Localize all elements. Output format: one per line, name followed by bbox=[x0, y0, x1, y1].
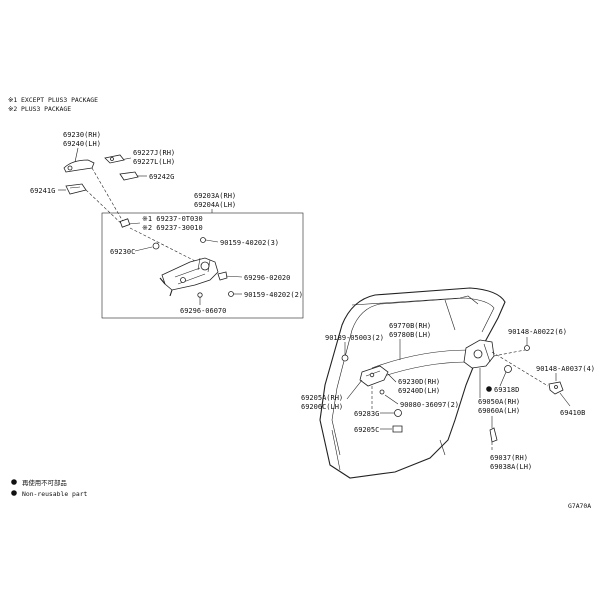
label-69283g: 69283G bbox=[354, 410, 379, 418]
label-90148-a0022: 90148-A0022(6) bbox=[508, 328, 567, 336]
legend-dot-en bbox=[11, 490, 17, 496]
label-69240-lh: 69240(LH) bbox=[63, 140, 101, 148]
label-69770b-rh: 69770B(RH) bbox=[389, 322, 431, 330]
label-90159-40202-3: 90159-40202(3) bbox=[220, 239, 279, 247]
label-69241g: 69241G bbox=[30, 187, 55, 195]
label-90080-36097: 90080-36097(2) bbox=[400, 401, 459, 409]
label-69037-rh: 69037(RH) bbox=[490, 454, 528, 462]
note-except-plus3: ※1 EXCEPT PLUS3 PACKAGE bbox=[8, 96, 98, 104]
control-link-part bbox=[371, 349, 471, 379]
label-69237-30010: ※2 69237-30010 bbox=[142, 224, 203, 232]
label-90159-40202-2: 90159-40202(2) bbox=[244, 291, 303, 299]
lock-lever-part bbox=[152, 242, 160, 250]
label-69296-06070: 69296-06070 bbox=[180, 307, 226, 315]
label-69410b: 69410B bbox=[560, 409, 585, 417]
screw-part bbox=[341, 354, 349, 362]
label-69237-0t030: ※1 69237-0T030 bbox=[142, 215, 203, 223]
label-69060a-lh: 69060A(LH) bbox=[478, 407, 520, 415]
lock-clip-part bbox=[197, 292, 203, 298]
non-reusable-marker-69318d bbox=[486, 386, 492, 392]
outside-handle-part bbox=[63, 159, 95, 173]
bolt-right-upper-part bbox=[524, 345, 530, 351]
legend-text-jp: 再使用不可部品 bbox=[22, 478, 67, 487]
label-69240d-lh: 69240D(LH) bbox=[398, 387, 440, 395]
label-69318d: 69318D bbox=[494, 386, 519, 394]
label-69230c: 69230C bbox=[110, 248, 135, 256]
lock-cylinder-part bbox=[119, 218, 131, 228]
label-69230d-rh: 69230D(RH) bbox=[398, 378, 440, 386]
figure-code: G7A70A bbox=[568, 502, 591, 510]
label-69038a-lh: 69038A(LH) bbox=[490, 463, 532, 471]
label-69227l-lh: 69227L(LH) bbox=[133, 158, 175, 166]
legend-non-reusable-en: Non-reusable part bbox=[11, 490, 88, 498]
rear-door-lock-part bbox=[463, 339, 549, 387]
label-69227j-rh: 69227J(RH) bbox=[133, 149, 175, 157]
label-69205a-rh: 69205A(RH) bbox=[301, 394, 343, 402]
inside-handle-part bbox=[359, 365, 389, 387]
label-90148-a0037: 90148-A0037(4) bbox=[536, 365, 595, 373]
door-lock-part bbox=[159, 257, 219, 297]
bolt-lower-part bbox=[228, 291, 234, 297]
handle-pad-part bbox=[104, 154, 125, 164]
label-69296-02020: 69296-02020 bbox=[244, 274, 290, 282]
inside-handle-screw-part bbox=[379, 389, 385, 395]
label-90189-05003: 90189-05003(2) bbox=[325, 334, 384, 342]
legend-text-en: Non-reusable part bbox=[22, 490, 88, 498]
bolt-upper-part bbox=[200, 237, 206, 243]
legend-non-reusable-jp: 再使用不可部品 bbox=[11, 478, 67, 487]
label-69242g: 69242G bbox=[149, 173, 174, 181]
latch-link-part bbox=[489, 416, 498, 452]
cap-part bbox=[394, 409, 402, 417]
rear-door-outline bbox=[319, 287, 506, 479]
label-69203a-rh: 69203A(RH) bbox=[194, 192, 236, 200]
label-69050a-rh: 69050A(RH) bbox=[478, 398, 520, 406]
label-69206c-lh: 69206C(LH) bbox=[301, 403, 343, 411]
label-69780b-lh: 69780B(LH) bbox=[389, 331, 431, 339]
door-lock-assembly-box bbox=[101, 212, 304, 319]
note-plus3: ※2 PLUS3 PACKAGE bbox=[8, 105, 71, 113]
handle-bezel-part bbox=[65, 183, 87, 195]
label-69230-rh: 69230(RH) bbox=[63, 131, 101, 139]
label-69204a-lh: 69204A(LH) bbox=[194, 201, 236, 209]
striker-part bbox=[548, 381, 564, 395]
label-69205c: 69205C bbox=[354, 426, 379, 434]
handle-cover-part bbox=[119, 171, 139, 181]
clip-part bbox=[217, 271, 228, 281]
bezel-clip-part bbox=[392, 425, 403, 433]
legend-dot-jp bbox=[11, 479, 17, 485]
seal-part bbox=[504, 365, 512, 373]
